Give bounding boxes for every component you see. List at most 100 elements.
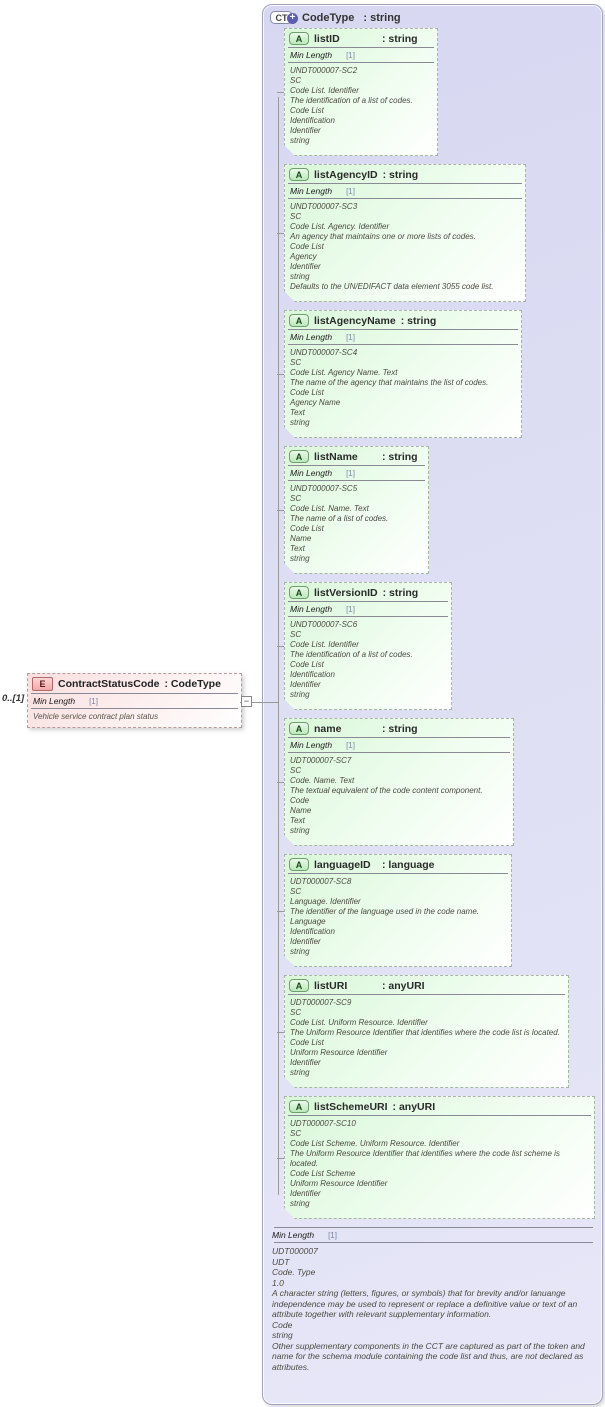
attribute-connector: A listAgencyName : string Min Length [1]… — [277, 310, 602, 438]
attribute-annotation: UDT000007-SC10 SC Code List Scheme. Unif… — [290, 1119, 560, 1208]
attribute-connector: A name : string Min Length [1] UDT000007… — [277, 718, 602, 846]
attribute-icon: A — [289, 586, 309, 599]
attribute-icon: A — [289, 1100, 309, 1113]
divider — [288, 183, 522, 184]
element-facet-row: Min Length [1] — [28, 694, 241, 708]
attribute-name: listURI — [314, 979, 348, 992]
facet-value: [1] — [346, 51, 355, 60]
facet-name: Min Length — [272, 1230, 315, 1240]
attribute-type: : string — [382, 586, 419, 599]
attribute-annotation: UDT000007-SC9 SC Code List. Uniform Reso… — [290, 998, 560, 1077]
attribute-box-listversionid[interactable]: A listVersionID : string Min Length [1] … — [284, 582, 452, 710]
element-box-contractstatuscode[interactable]: E ContractStatusCode : CodeType Min Leng… — [27, 673, 242, 728]
connector-line — [240, 702, 278, 703]
attribute-connector: A listID : string Min Length [1] UNDT000… — [277, 28, 602, 156]
attribute-annotation: UNDT000007-SC5 SC Code List. Name. Text … — [290, 484, 389, 563]
attribute-box-listid[interactable]: A listID : string Min Length [1] UNDT000… — [284, 28, 438, 156]
divider — [288, 737, 510, 738]
element-type: : CodeType — [164, 678, 221, 690]
divider — [288, 329, 518, 330]
facet-name: Min Length — [290, 468, 333, 478]
complex-type-box-codetype[interactable]: CT+ CodeType : string A listID : string … — [262, 4, 603, 1405]
facet-value: [1] — [346, 605, 355, 614]
attribute-name: listAgencyName — [314, 314, 396, 327]
collapse-toggle[interactable]: − — [241, 696, 252, 707]
attribute-header[interactable]: A listID : string — [285, 29, 437, 47]
complex-type-name: CodeType — [302, 11, 355, 24]
complex-type-footer: Min Length [1] UDT000007 UDT Code. Type … — [271, 1227, 596, 1378]
complex-type-base: : string — [363, 11, 401, 24]
attribute-header[interactable]: A languageID : language — [285, 855, 511, 873]
divider — [31, 693, 238, 694]
facet-name: Min Length — [290, 332, 333, 342]
attribute-icon: A — [289, 168, 309, 181]
complex-type-facet-row: Min Length [1] — [271, 1228, 596, 1242]
attribute-facet-row: Min Length [1] — [285, 466, 428, 480]
attribute-header[interactable]: A listAgencyName : string — [285, 311, 521, 329]
attribute-header[interactable]: A listName : string — [285, 447, 428, 465]
attribute-icon: A — [289, 722, 309, 735]
attribute-box-languageid[interactable]: A languageID : language UDT000007-SC8 SC… — [284, 854, 512, 967]
attribute-type: : anyURI — [382, 979, 425, 992]
attribute-header[interactable]: A name : string — [285, 719, 513, 737]
attribute-type: : string — [382, 32, 418, 45]
attribute-header[interactable]: A listURI : anyURI — [285, 976, 568, 994]
attribute-box-listschemeuri[interactable]: A listSchemeURI : anyURI UDT000007-SC10 … — [284, 1096, 595, 1219]
attribute-connector: A listURI : anyURI UDT000007-SC9 SC Code… — [277, 975, 602, 1088]
attribute-annotation: UNDT000007-SC4 SC Code List. Agency Name… — [290, 348, 489, 427]
facet-value: [1] — [328, 1231, 337, 1240]
attribute-box-listname[interactable]: A listName : string Min Length [1] UNDT0… — [284, 446, 429, 574]
element-icon: E — [32, 677, 53, 691]
attribute-type: : string — [382, 450, 418, 463]
attribute-connector: A languageID : language UDT000007-SC8 SC… — [277, 854, 602, 967]
attribute-header[interactable]: A listSchemeURI : anyURI — [285, 1097, 594, 1115]
complex-type-header[interactable]: CT+ CodeType : string — [263, 5, 602, 24]
attribute-facet-row: Min Length [1] — [285, 738, 513, 752]
facet-name: Min Length — [290, 740, 333, 750]
element-header[interactable]: E ContractStatusCode : CodeType — [28, 674, 241, 693]
attribute-connector: A listVersionID : string Min Length [1] … — [277, 582, 602, 710]
attribute-annotation: UNDT000007-SC2 SC Code List. Identifier … — [290, 66, 413, 145]
attribute-icon: A — [289, 32, 309, 45]
attribute-name: listVersionID — [314, 586, 378, 599]
divider — [288, 344, 518, 345]
attribute-box-listagencyname[interactable]: A listAgencyName : string Min Length [1]… — [284, 310, 522, 438]
divider — [288, 465, 425, 466]
attribute-list: A listID : string Min Length [1] UNDT000… — [277, 28, 602, 1219]
attribute-type: : language — [382, 858, 435, 871]
attribute-header[interactable]: A listVersionID : string — [285, 583, 451, 601]
attribute-annotation: UNDT000007-SC3 SC Code List. Agency. Ide… — [290, 202, 494, 291]
attribute-name: listName — [314, 450, 358, 463]
divider — [288, 1115, 591, 1116]
attribute-box-listuri[interactable]: A listURI : anyURI UDT000007-SC9 SC Code… — [284, 975, 569, 1088]
facet-value: [1] — [346, 333, 355, 342]
attribute-box-name[interactable]: A name : string Min Length [1] UDT000007… — [284, 718, 514, 846]
attribute-name: languageID — [314, 858, 371, 871]
facet-value: [1] — [346, 741, 355, 750]
attribute-facet-row: Min Length [1] — [285, 602, 451, 616]
attribute-name: name — [314, 722, 342, 735]
divider — [288, 994, 565, 995]
attribute-icon: A — [289, 979, 309, 992]
divider — [288, 601, 448, 602]
attribute-facet-row: Min Length [1] — [285, 330, 521, 344]
attribute-box-listagencyid[interactable]: A listAgencyID : string Min Length [1] U… — [284, 164, 526, 302]
attribute-header[interactable]: A listAgencyID : string — [285, 165, 525, 183]
facet-name: Min Length — [290, 186, 333, 196]
divider — [31, 708, 238, 709]
attribute-type: : string — [382, 168, 419, 181]
complex-type-icon: CT+ — [270, 11, 298, 24]
facet-name: Min Length — [33, 696, 76, 706]
divider — [274, 1242, 593, 1243]
divider — [288, 198, 522, 199]
divider — [288, 480, 425, 481]
divider — [274, 1227, 593, 1228]
attribute-icon: A — [289, 858, 309, 871]
attribute-annotation: UDT000007-SC7 SC Code. Name. Text The te… — [290, 756, 483, 835]
attribute-name: listID — [314, 32, 340, 45]
divider — [288, 62, 434, 63]
complex-type-icon-label: CT — [275, 13, 288, 23]
cardinality-label: 0..[1] — [2, 693, 25, 704]
attribute-name: listSchemeURI — [314, 1100, 388, 1113]
